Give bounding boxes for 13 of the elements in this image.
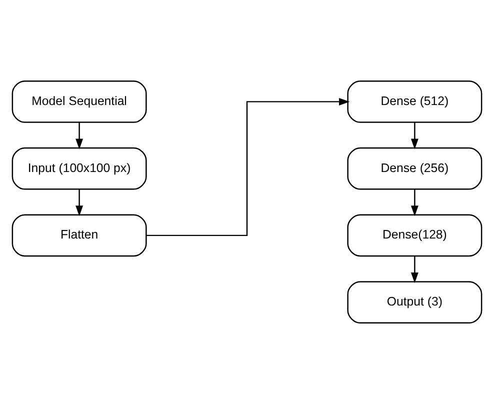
node-box: Dense(128) <box>347 214 482 256</box>
arrow <box>410 188 418 216</box>
node-box: Dense (512) <box>347 80 482 122</box>
node-box: Output (3) <box>347 280 482 323</box>
arrow <box>76 122 84 149</box>
arrow <box>76 188 84 216</box>
node-box: Input (100x100 px) <box>12 146 147 190</box>
node-box: Dense (256) <box>347 146 482 190</box>
arrow <box>410 256 418 283</box>
arrow <box>410 122 418 149</box>
node-box: Model Sequential <box>12 80 147 122</box>
arrow <box>146 97 350 236</box>
node-box: Flatten <box>12 214 147 256</box>
